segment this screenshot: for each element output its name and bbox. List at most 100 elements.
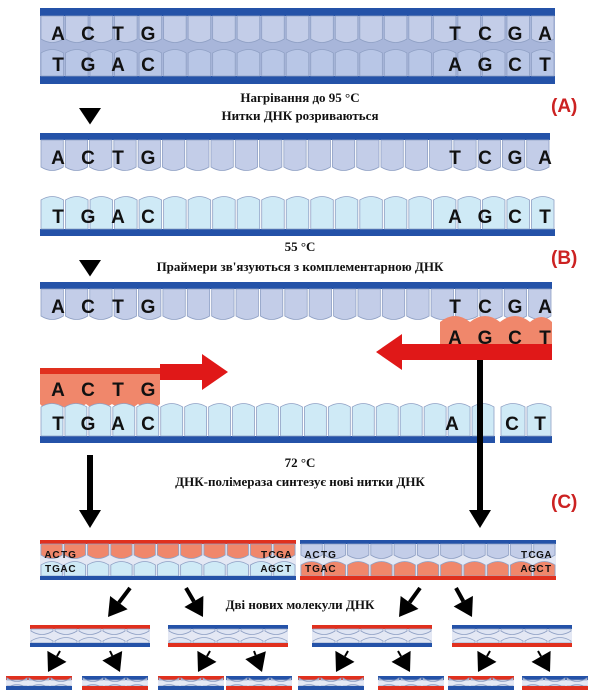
base-tooth: [210, 139, 234, 171]
third-gen-molecule-8-top-teeth: [522, 677, 588, 682]
base-tooth: [310, 15, 334, 43]
annealed-top-right-base: G: [508, 297, 523, 318]
third-generation-arrow: [102, 651, 123, 672]
base-tooth: [63, 543, 86, 559]
denatured-top-right-base: A: [538, 148, 552, 169]
base-tooth: [384, 628, 408, 635]
base-tooth: [526, 403, 552, 437]
new-molecule-right-bottom-backbone: [300, 576, 556, 580]
third-gen-molecule-1-body: [6, 680, 72, 686]
base-tooth: [393, 543, 416, 559]
new-molecule-left-base: G: [268, 564, 276, 575]
third-gen-molecule-3-top-teeth: [158, 677, 224, 682]
base-tooth: [506, 49, 530, 77]
base-tooth: [332, 139, 356, 171]
base-tooth: [406, 288, 430, 320]
base-tooth: [64, 288, 89, 320]
third-generation-arrow: [245, 651, 266, 672]
base-tooth: [65, 15, 89, 43]
base-tooth: [112, 403, 136, 437]
base-tooth: [453, 139, 477, 171]
native-top-left-base: A: [51, 24, 65, 45]
base-tooth: [375, 403, 399, 437]
new-molecule-right-base: A: [544, 550, 551, 561]
native-bottom-right-base: T: [539, 55, 551, 76]
base-tooth: [312, 628, 336, 635]
third-gen-molecule-4-top-teeth: [226, 677, 292, 682]
base-tooth: [383, 49, 408, 77]
third-gen-molecule-5-body: [298, 680, 364, 686]
native-bottom-right-base: A: [448, 55, 462, 76]
base-tooth: [566, 677, 588, 682]
new-molecule-left-top-teeth: [40, 543, 296, 559]
base-tooth: [40, 403, 64, 437]
denatured-bottom-right-base: T: [539, 207, 551, 228]
new-molecule-right-bottom-teeth: [300, 561, 556, 577]
base-tooth: [476, 637, 500, 644]
second-gen-molecule-4-top-backbone: [452, 625, 572, 629]
template-bottom-backbone: [40, 436, 495, 443]
base-tooth: [78, 637, 102, 644]
new-molecule-right-base: G: [536, 550, 544, 561]
base-tooth: [510, 561, 533, 577]
step-label-a: (A): [551, 96, 578, 117]
native-bottom-right-base: C: [508, 55, 522, 76]
base-tooth: [360, 628, 384, 635]
base-tooth: [440, 543, 463, 559]
base-tooth: [89, 196, 113, 230]
base-tooth: [63, 561, 86, 577]
base-tooth: [463, 561, 486, 577]
base-tooth: [64, 403, 88, 437]
base-tooth: [156, 561, 180, 577]
base-tooth: [250, 543, 273, 559]
template-gap-backbone: [500, 436, 552, 443]
third-gen-molecule-2-top-backbone: [82, 676, 148, 680]
base-tooth: [400, 677, 422, 682]
native-top-left-base: T: [112, 24, 124, 45]
third-gen-molecule-5-top-teeth: [298, 677, 364, 682]
denatured-bottom-right-base: A: [448, 207, 462, 228]
base-tooth: [113, 288, 137, 320]
base-tooth: [548, 637, 572, 644]
base-tooth: [492, 677, 514, 682]
second-gen-molecule-3-top-backbone: [312, 625, 432, 629]
base-tooth: [399, 403, 423, 437]
base-tooth: [500, 628, 524, 635]
third-gen-molecule-2-bottom-backbone: [82, 686, 148, 690]
base-tooth: [113, 139, 137, 171]
base-tooth: [110, 561, 133, 577]
third-generation-arrow: [197, 650, 217, 672]
new-molecule-left-bottom-teeth: [40, 561, 296, 577]
base-tooth: [477, 139, 501, 171]
third-generation-arrow: [477, 650, 497, 672]
base-tooth: [89, 288, 113, 320]
base-tooth: [370, 543, 393, 559]
base-tooth: [284, 288, 308, 320]
base-tooth: [476, 628, 500, 635]
generation-arrow: [184, 586, 196, 603]
base-tooth: [114, 15, 138, 43]
new-molecule-left-top-backbone: [40, 540, 296, 544]
base-tooth: [236, 15, 261, 43]
base-tooth: [422, 677, 444, 682]
third-gen-molecule-2-top-teeth: [82, 677, 148, 682]
third-generation-arrow: [397, 650, 402, 657]
base-tooth: [423, 403, 447, 437]
base-tooth: [506, 15, 530, 43]
base-tooth: [261, 196, 285, 230]
new-molecule-right-base: C: [528, 550, 535, 561]
base-tooth: [531, 15, 555, 43]
base-tooth: [40, 15, 64, 43]
annealed-top-backbone: [40, 282, 552, 289]
base-tooth: [548, 628, 572, 635]
third-gen-molecule-5-top-backbone: [298, 676, 364, 680]
base-tooth: [430, 288, 454, 320]
generation-arrow: [117, 586, 132, 604]
base-tooth: [320, 677, 342, 682]
base-tooth: [356, 139, 380, 171]
native-top-left-base: C: [81, 24, 95, 45]
denatured-top-right-base: T: [449, 148, 461, 169]
extension-caption-line1: 72 °С: [284, 455, 316, 470]
base-tooth: [404, 139, 428, 171]
base-tooth: [470, 677, 492, 682]
